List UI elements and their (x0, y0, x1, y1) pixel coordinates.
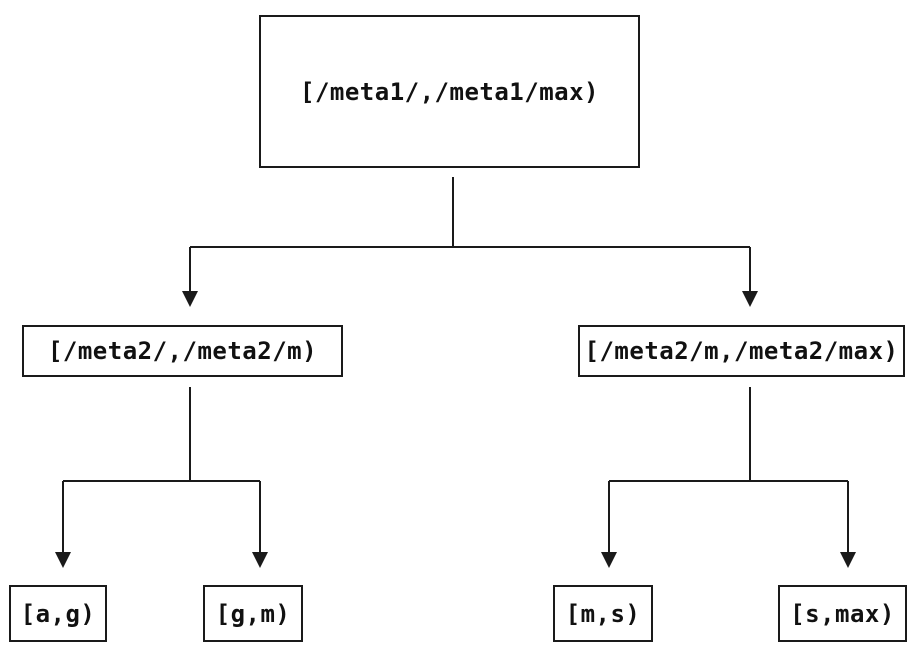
tree-node-meta2-left: [/meta2/,/meta2/m) (22, 325, 343, 377)
tree-node-root: [/meta1/,/meta1/max) (259, 15, 640, 168)
tree-leaf-smax: [s,max) (778, 585, 907, 642)
arrow-down-icon (55, 552, 71, 568)
tree-node-meta2-right: [/meta2/m,/meta2/max) (578, 325, 905, 377)
arrow-down-icon (182, 291, 198, 307)
arrow-down-icon (252, 552, 268, 568)
arrow-down-icon (840, 552, 856, 568)
tree-leaf-ms: [m,s) (553, 585, 653, 642)
arrow-down-icon (742, 291, 758, 307)
tree-leaf-ag: [a,g) (9, 585, 107, 642)
arrow-down-icon (601, 552, 617, 568)
tree-leaf-gm: [g,m) (203, 585, 303, 642)
